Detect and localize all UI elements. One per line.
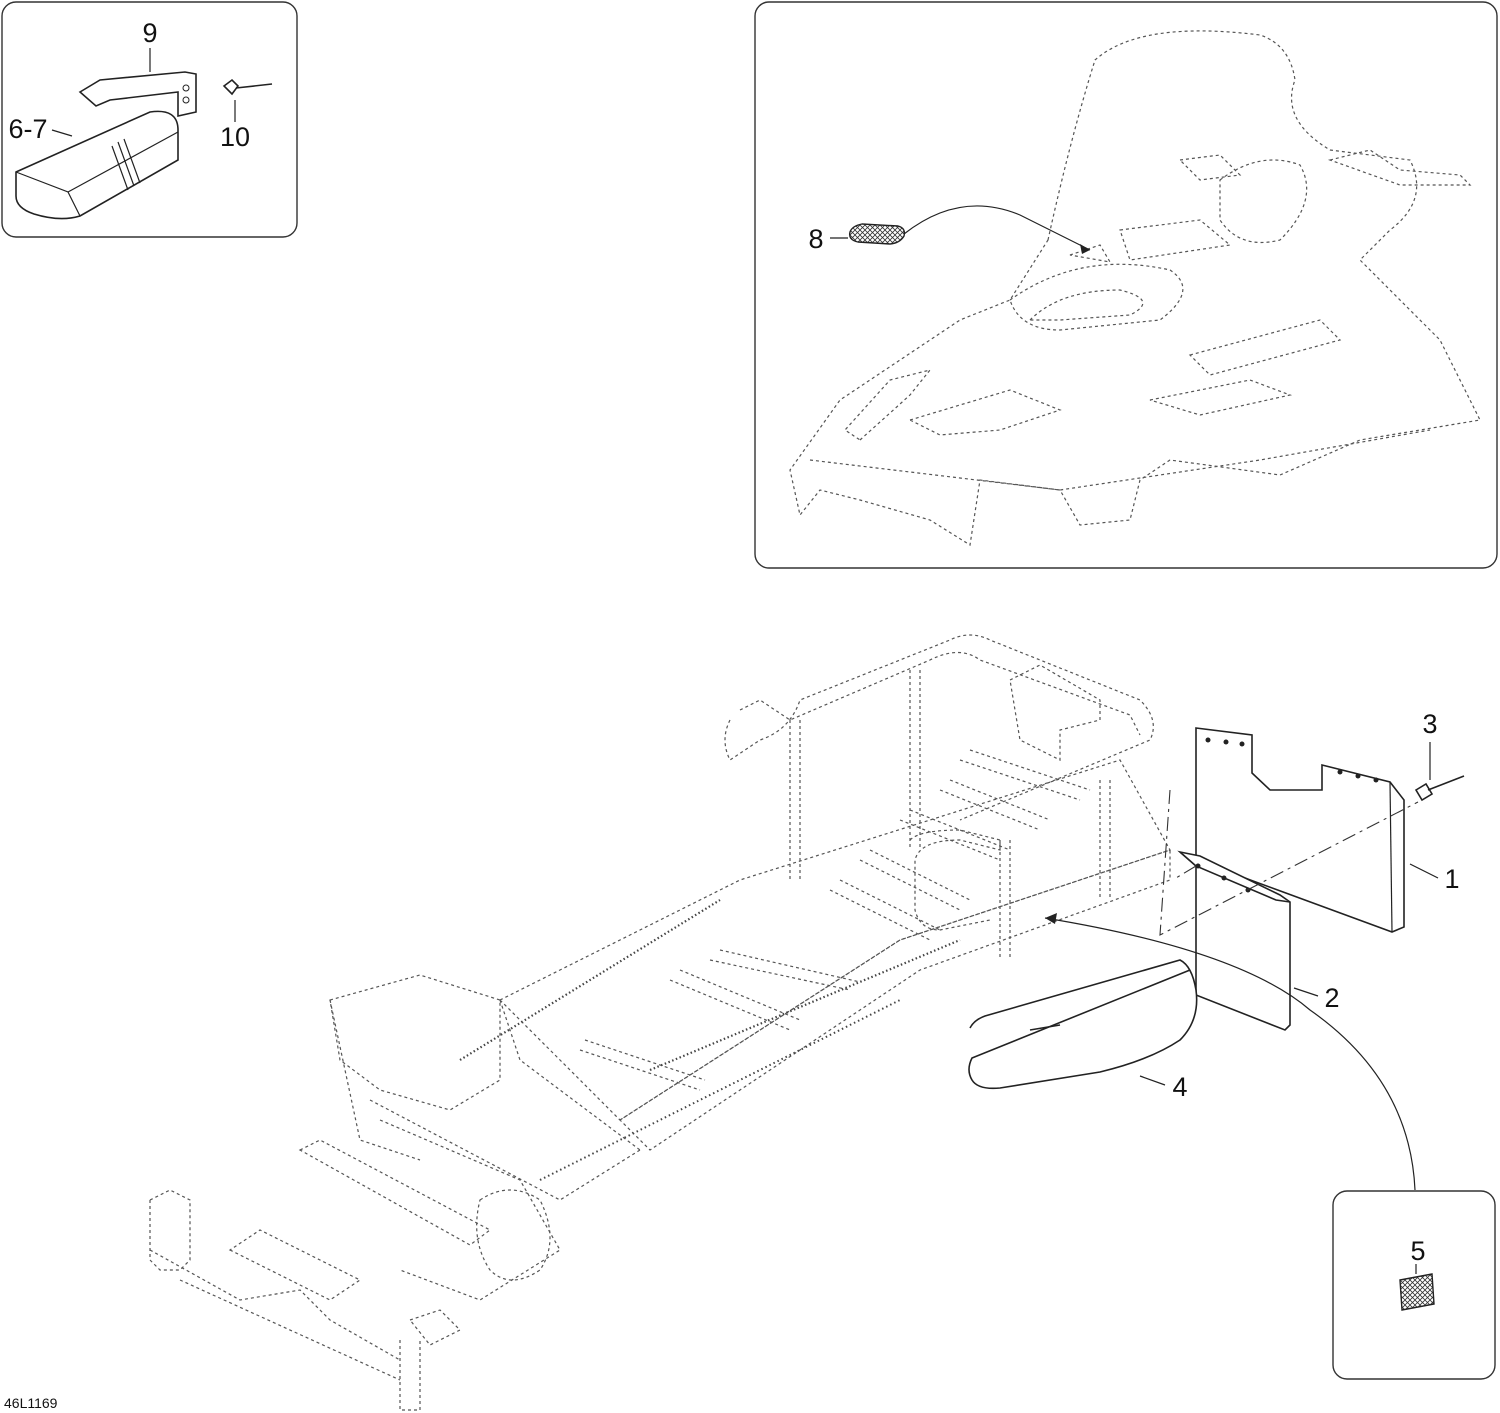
callout-8: 8 xyxy=(808,224,823,254)
hood-inset: 8 xyxy=(754,1,1498,569)
arrow-5 xyxy=(1045,913,1057,924)
callout-5: 5 xyxy=(1410,1236,1425,1266)
callout-4: 4 xyxy=(1172,1072,1187,1102)
alignment-line-2 xyxy=(1175,865,1197,879)
alignment-line xyxy=(1159,789,1419,936)
bracket-part xyxy=(78,71,197,117)
guard-part-4 xyxy=(968,959,1198,1090)
arrow-8 xyxy=(1080,244,1090,254)
decal-part-5 xyxy=(1399,1273,1435,1311)
leader-6-7 xyxy=(51,129,73,137)
callout-3: 3 xyxy=(1422,709,1437,739)
leader-1 xyxy=(1409,863,1439,879)
decal-part-8 xyxy=(848,223,906,245)
snowflap-part-1 xyxy=(1195,727,1405,933)
callout-1: 1 xyxy=(1444,864,1459,894)
hood-inset-frame xyxy=(754,1,1498,569)
leader-5-path xyxy=(1044,917,1416,1191)
hood-outline xyxy=(789,30,1481,546)
callout-2: 2 xyxy=(1324,983,1339,1013)
seat-inset: 9 10 6-7 xyxy=(1,1,298,238)
leader-8-path xyxy=(903,205,1091,251)
rivet-part-3 xyxy=(1414,775,1465,802)
decal-inset: 5 xyxy=(1332,1190,1496,1380)
leader-2 xyxy=(1293,987,1319,997)
drawing-code: 46L1169 xyxy=(4,1395,58,1411)
callout-9: 9 xyxy=(142,18,157,48)
callout-6-7: 6-7 xyxy=(8,114,47,144)
rivet-part-10 xyxy=(222,78,273,96)
seat-part xyxy=(15,110,179,220)
chassis-frame xyxy=(149,634,1171,1411)
flap-bracket-part-2 xyxy=(1177,850,1291,1031)
callout-10: 10 xyxy=(220,122,250,152)
leader-4 xyxy=(1139,1075,1166,1086)
